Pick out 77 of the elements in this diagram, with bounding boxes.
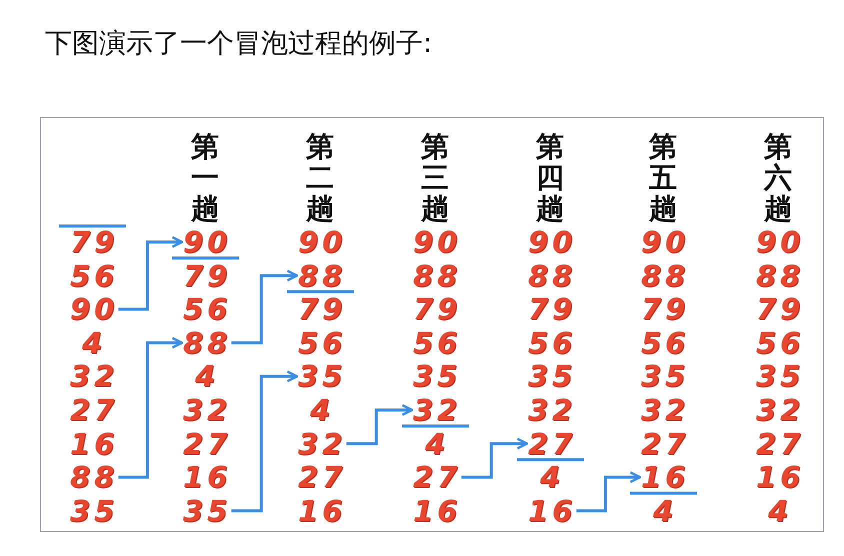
number-text: 4 [768,496,792,526]
number-text: 32 [641,395,690,425]
number-text: 16 [183,462,232,492]
number-text: 79 [70,227,118,257]
number-text: 79 [756,294,804,324]
number-text: 56 [528,328,576,358]
number-text: 32 [413,395,462,425]
number-text: 27 [298,462,346,492]
number-text: 88 [641,260,690,291]
column-header: 第四趟 [535,131,565,224]
column-header: 第二趟 [305,131,335,224]
number-text: 88 [756,260,804,291]
number-text: 35 [756,361,804,392]
number-text: 79 [183,260,232,291]
number-text: 16 [756,462,804,492]
number-text: 32 [528,395,576,425]
number-text: 4 [425,428,450,459]
number-text: 90 [298,227,346,257]
number-text: 4 [82,328,106,358]
number-text: 90 [528,227,576,257]
number-text: 4 [653,496,678,526]
number-text: 27 [528,428,576,459]
number-text: 56 [183,294,232,324]
number-text: 35 [413,361,462,392]
column-header: 第五趟 [648,131,678,224]
number-text: 35 [183,496,232,526]
arrow [118,336,184,479]
number-text: 27 [756,428,804,459]
number-text: 88 [70,462,118,492]
number-text: 79 [641,294,690,324]
column-header: 第一趟 [190,131,220,224]
number-text: 32 [756,395,804,425]
arrow [118,236,184,311]
number-text: 56 [641,328,690,358]
number-text: 88 [183,328,232,358]
number-text: 16 [298,496,346,526]
number-text: 88 [298,260,346,291]
number-text: 16 [528,496,576,526]
number-text: 32 [298,428,346,459]
number-text: 32 [70,361,118,392]
number-text: 4 [540,462,564,492]
number-text: 16 [641,462,690,492]
title-text: 下图演示了一个冒泡过程的例子: [45,27,432,61]
number-text: 27 [641,428,690,459]
arrow [231,270,298,344]
number-text: 56 [413,328,462,358]
column-header: 第三趟 [420,131,450,224]
number-text: 90 [183,227,232,257]
number-text: 90 [413,227,462,257]
number-text: 56 [70,260,118,291]
number-text: 16 [413,496,462,526]
number-text: 56 [298,328,346,358]
number-text: 90 [756,227,804,257]
number-text: 35 [641,361,690,392]
number-text: 90 [70,294,118,324]
number-text: 4 [195,361,220,392]
number-text: 35 [528,361,576,392]
number-text: 16 [70,428,118,459]
number-text: 35 [298,361,346,392]
number-text: 79 [413,294,462,324]
number-text: 27 [70,395,118,425]
arrow [576,471,642,512]
number-text: 4 [310,395,334,425]
arrow [231,370,298,512]
column-header: 第六趟 [763,131,793,224]
number-text: 88 [413,260,462,291]
number-text: 27 [183,428,232,459]
number-text: 79 [298,294,346,324]
arrow [346,404,414,446]
number-text: 56 [756,328,804,358]
number-text: 90 [641,227,690,257]
number-text: 79 [528,294,576,324]
number-text: 88 [528,260,576,291]
number-text: 32 [183,395,232,425]
number-text: 35 [70,496,118,526]
number-text: 27 [413,462,462,492]
arrow [461,438,528,479]
